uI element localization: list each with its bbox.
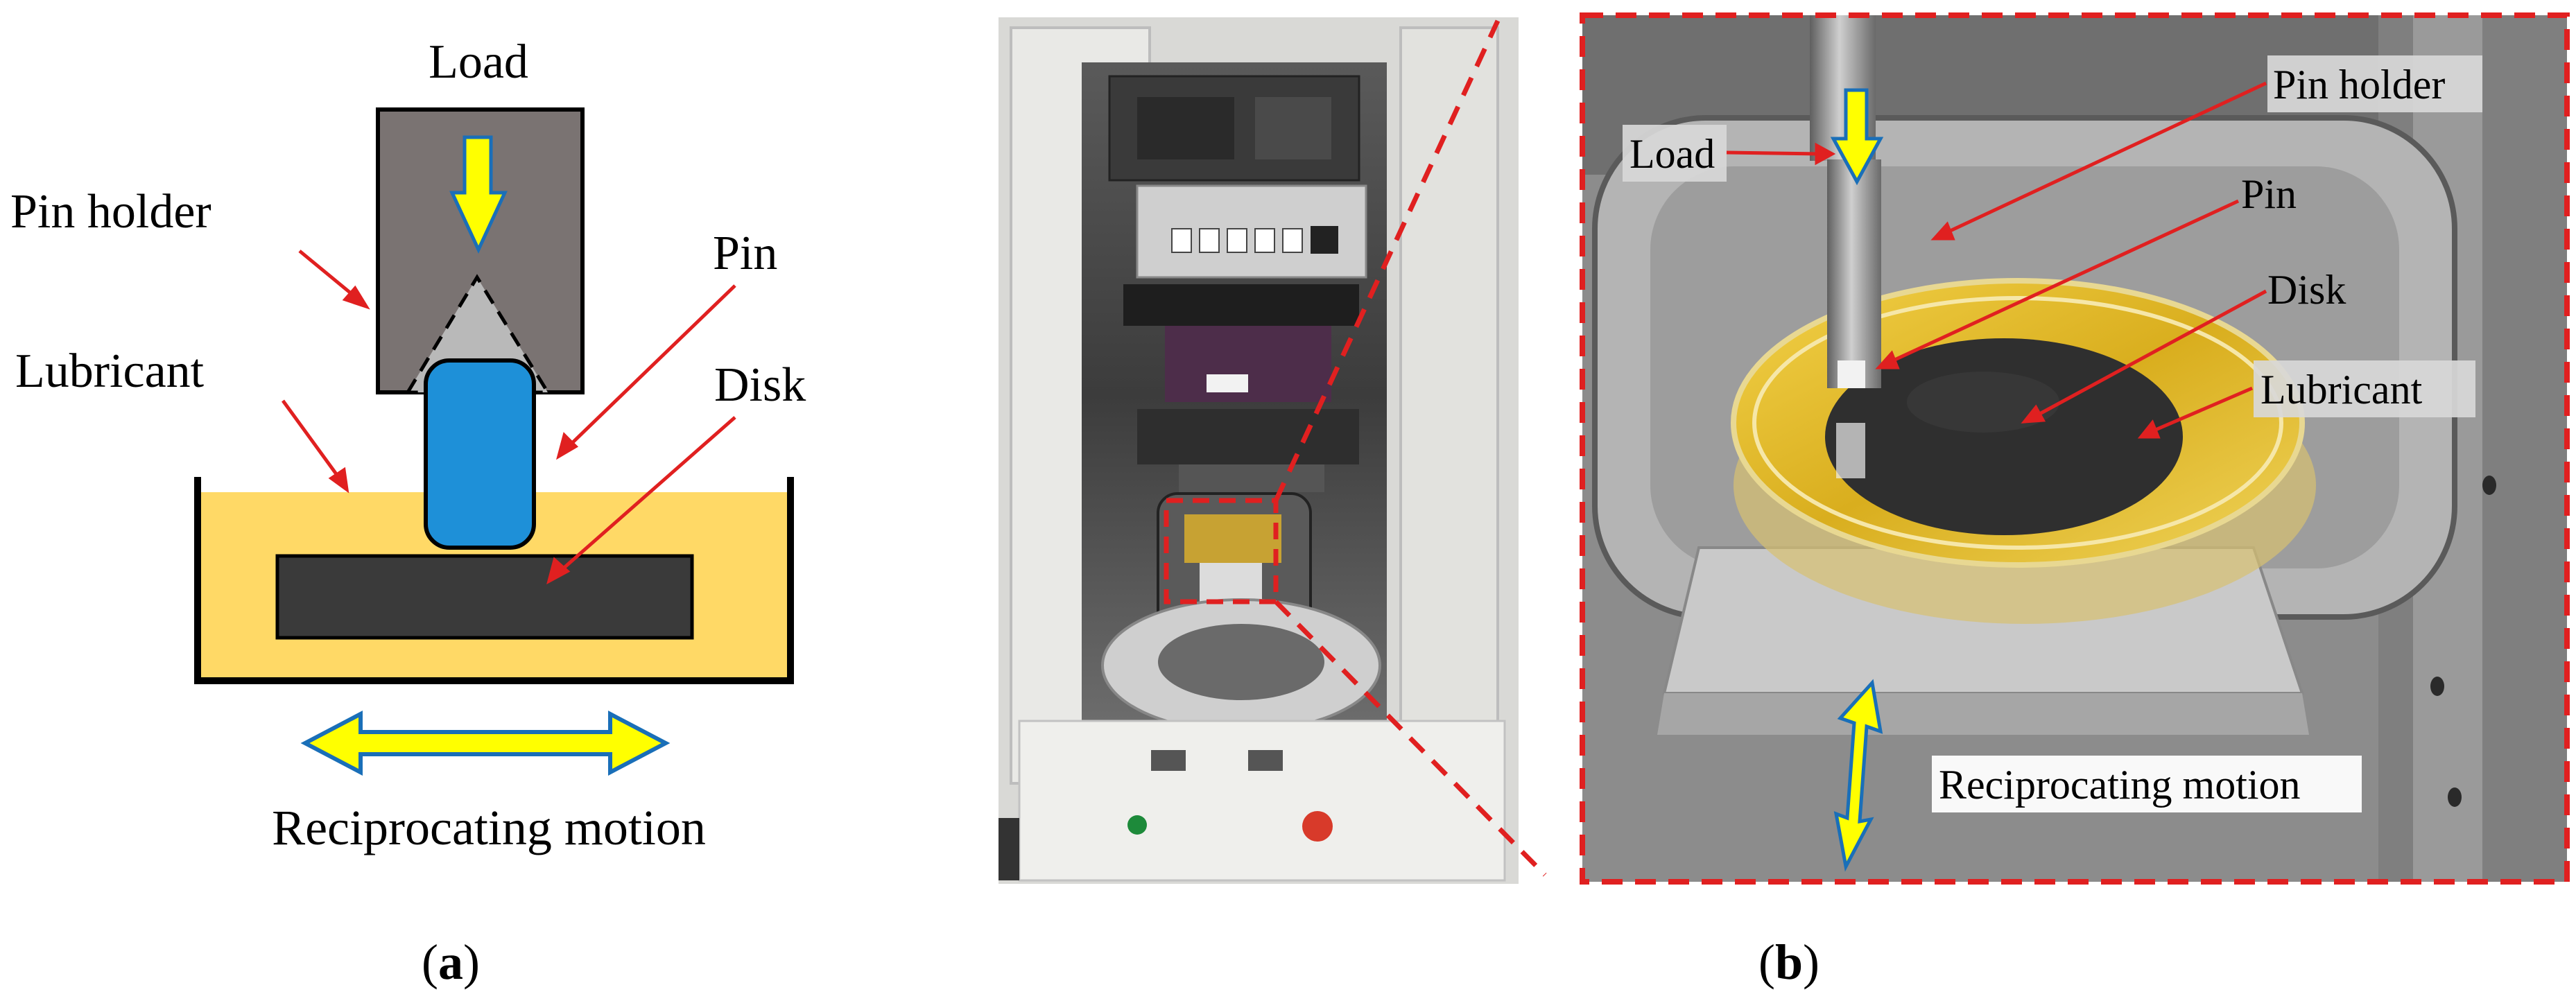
pin-body [424,358,536,550]
zoom-frame [1580,12,2570,885]
machine-photo [999,17,1519,884]
caption-a: (a) [422,934,480,990]
motion-double-arrow [300,711,671,776]
zoom-connector-lines [1273,19,1547,877]
label-motion: Reciprocating motion [272,800,706,855]
load-down-arrow [449,135,508,254]
container-walls [194,477,794,684]
schematic-diagram: Load Pin holder Pin Lubricant Disk [10,35,806,990]
label-load: Load [429,35,528,89]
label-lubricant: Lubricant [15,345,205,398]
pointer-arrows [281,250,736,584]
photo-label-pin: Pin [2241,171,2297,217]
photo-label-pin-holder: Pin holder [2273,62,2445,107]
photo-label-load: Load [1630,131,1715,177]
zoom-region-box [1164,498,1279,604]
caption-b: (b) [1758,934,1819,990]
zoomed-photo: Load Pin holder Pin Disk Lubricant Recip… [1580,12,2570,885]
photo-load-arrow [1830,88,1884,186]
label-pin: Pin [713,227,777,280]
disk-block [275,554,694,640]
photo-pointer-arrows [1726,81,2267,439]
label-disk: Disk [714,358,806,412]
photo-label-lubricant: Lubricant [2261,367,2423,412]
photo-label-motion: Reciprocating motion [1939,762,2301,808]
photo-labels: Load Pin holder Pin Disk Lubricant Recip… [1623,55,2482,812]
photo-motion-arrow [1833,679,1883,872]
photo-label-disk: Disk [2267,267,2346,313]
label-pin-holder: Pin holder [10,185,211,238]
